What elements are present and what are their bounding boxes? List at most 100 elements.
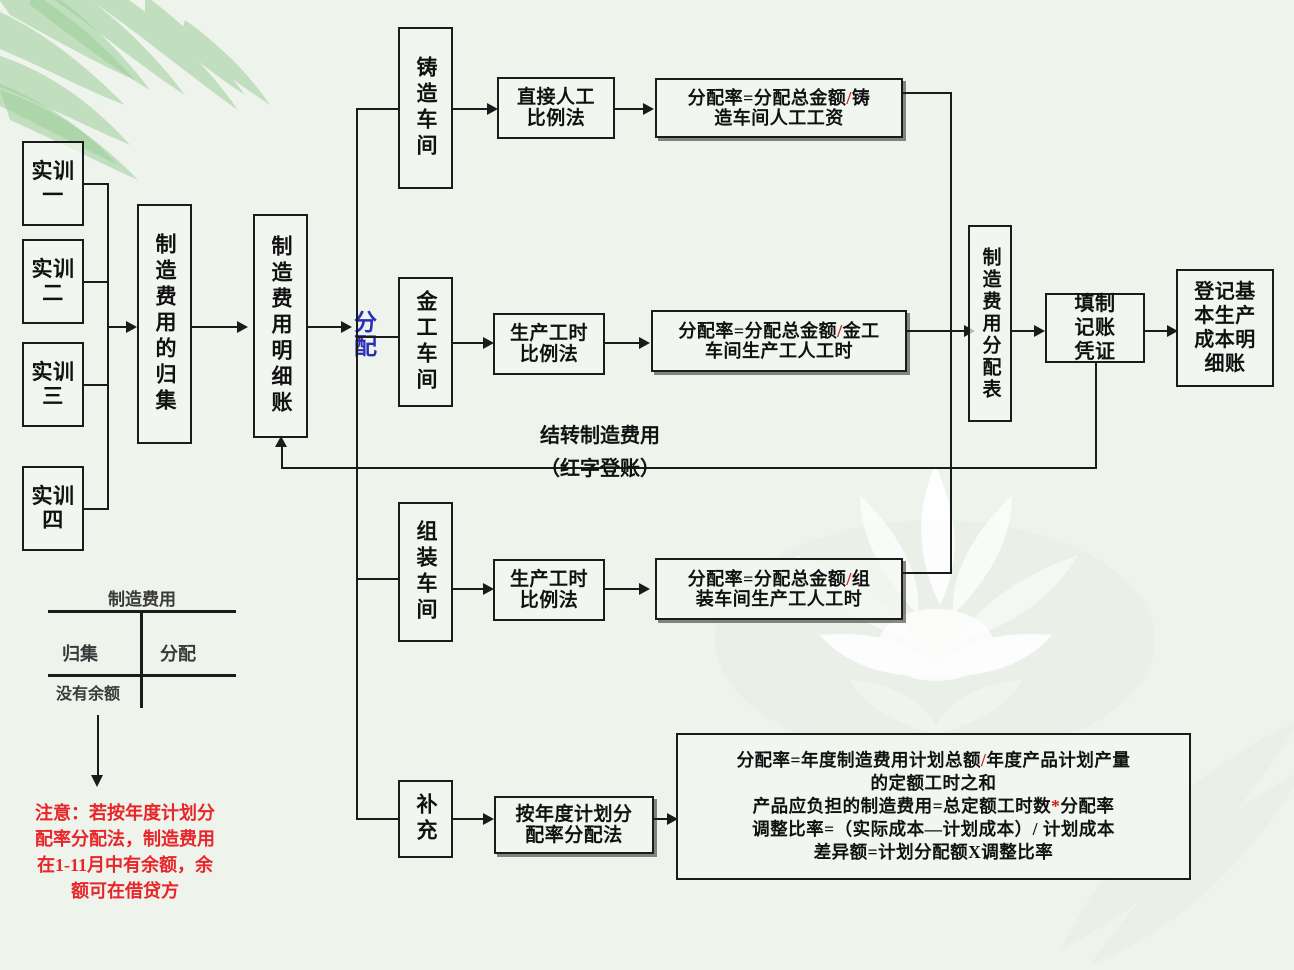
arrow-method4-to-bigformula <box>667 813 678 825</box>
method-3-line1: 生产工时 <box>509 568 588 590</box>
connector-trunk-to-assembly <box>356 578 398 580</box>
connector-method1-to-formula1 <box>615 108 649 110</box>
ledger-box[interactable]: 制造费用明细账 <box>253 214 308 438</box>
workshop-box-metal[interactable]: 金工车间 <box>398 277 453 407</box>
arrow-collect-to-ledger <box>237 321 248 333</box>
allocation-table-box[interactable]: 制造费用分配表 <box>968 225 1012 422</box>
connector-trunk-to-casting <box>356 108 398 110</box>
training-box-1[interactable]: 实训 一 <box>22 141 84 226</box>
t-account-balance-note: 没有余额 <box>56 686 121 703</box>
formula-box-2-text: 分配率=分配总金额/金工 车间生产工人工时 <box>678 321 879 361</box>
method-2-line2: 比例法 <box>519 344 579 365</box>
warning-line1: 注意：若按年度计划分 <box>35 803 215 823</box>
arrow-voucher-to-basicledger <box>1167 325 1178 337</box>
t-account-bottom-rule <box>48 674 236 677</box>
connector-assembly-to-method <box>453 588 489 590</box>
method-3-line2: 比例法 <box>519 590 579 611</box>
arrow-method1-to-formula1 <box>643 103 654 115</box>
arrow-casting-to-method <box>487 103 498 115</box>
bigformula-l3b: 分配率 <box>1060 795 1115 816</box>
connector-training2 <box>84 281 109 283</box>
connector-right-bus <box>950 92 952 574</box>
method-box-4-text: 按年度计划分 配率分配法 <box>515 804 632 847</box>
method-4-line1: 按年度计划分 <box>515 803 633 825</box>
arrow-carryover-to-ledger <box>275 436 287 447</box>
connector-tacct-to-warning <box>97 715 99 777</box>
formula-box-3[interactable]: 分配率=分配总金额/组 装车间生产工人工时 <box>655 558 903 620</box>
bigformula-l3star: * <box>1051 795 1061 816</box>
method-box-3-text: 生产工时 比例法 <box>510 569 588 612</box>
warning-line4: 额可在借贷方 <box>71 881 179 902</box>
workshop-metal-label: 金工车间 <box>414 290 438 394</box>
formula-2-post: 金工 <box>842 320 880 341</box>
basic-ledger-box[interactable]: 登记基本生产成本明细账 <box>1176 269 1274 387</box>
carryover-line1: 结转制造费用 <box>540 425 660 447</box>
arrow-ledger-to-allocate <box>341 321 352 333</box>
bigformula-line4: 调整比率=（实际成本—计划成本）/ 计划成本 <box>752 819 1115 840</box>
arrow-method2-to-formula2 <box>639 337 650 349</box>
connector-training-to-collect <box>107 326 129 328</box>
method-box-3[interactable]: 生产工时 比例法 <box>493 559 605 621</box>
formula-3-line1: 分配率=分配总金额/组 <box>688 569 871 589</box>
arrow-assembly-to-method <box>483 583 494 595</box>
t-account-credit-label: 分配 <box>160 644 196 664</box>
formula-box-1[interactable]: 分配率=分配总金额/铸 造车间人工工资 <box>655 78 903 138</box>
connector-metal-to-method <box>453 342 489 344</box>
formula-3-line2: 装车间生产工人工时 <box>695 589 863 609</box>
method-box-2[interactable]: 生产工时 比例法 <box>493 313 605 375</box>
formula-box-2[interactable]: 分配率=分配总金额/金工 车间生产工人工时 <box>651 310 907 372</box>
collect-box[interactable]: 制造费用的归集 <box>137 204 192 444</box>
formula-1-slash: / <box>846 87 852 108</box>
method-1-line2: 比例法 <box>526 108 586 129</box>
connector-method3-to-formula3 <box>605 588 645 590</box>
method-box-4[interactable]: 按年度计划分 配率分配法 <box>494 796 654 854</box>
warning-line3: 在1-11月中有余额，余 <box>36 855 213 876</box>
formula-1-post: 铸 <box>851 87 871 108</box>
arrow-method3-to-formula3 <box>639 583 650 595</box>
arrow-alloctable-to-voucher <box>1034 325 1045 337</box>
connector-training3 <box>84 384 109 386</box>
connector-supplement-to-method <box>453 818 489 820</box>
bigformula-line1: 分配率=年度制造费用计划总额/年度产品计划产量 <box>737 749 1131 772</box>
training-box-4[interactable]: 实训 四 <box>22 466 84 551</box>
connector-training4 <box>84 508 109 510</box>
formula-2-slash: / <box>837 320 843 341</box>
method-box-1[interactable]: 直接人工 比例法 <box>497 77 615 139</box>
workshop-box-assembly[interactable]: 组装车间 <box>398 502 453 642</box>
trunk-vertical-line <box>356 108 358 820</box>
arrow-tacct-to-warning <box>91 775 103 787</box>
allocation-table-label: 制造费用分配表 <box>979 246 1001 401</box>
connector-training1 <box>84 183 109 185</box>
allocate-node-label: 分配 <box>350 310 376 366</box>
annual-plan-formula-box[interactable]: 分配率=年度制造费用计划总额/年度产品计划产量 的定额工时之和 产品应负担的制造… <box>676 733 1191 880</box>
method-box-2-text: 生产工时 比例法 <box>510 323 588 366</box>
workshop-box-casting[interactable]: 铸造车间 <box>398 27 453 189</box>
formula-2-line1: 分配率=分配总金额/金工 <box>678 321 879 341</box>
workshop-assembly-label: 组装车间 <box>414 520 438 624</box>
carryover-label: 结转制造费用 （红字登账） <box>470 424 730 482</box>
connector-casting-to-method <box>453 108 493 110</box>
training-box-3[interactable]: 实训 三 <box>22 342 84 427</box>
training-box-2[interactable]: 实训 二 <box>22 239 84 324</box>
method-2-line1: 生产工时 <box>509 322 588 344</box>
t-account-diagram: 制造费用 归集 分配 没有余额 <box>48 588 236 708</box>
formula-3-post: 组 <box>851 568 871 589</box>
voucher-box[interactable]: 填制记账凭证 <box>1045 293 1145 363</box>
formula-1-line1: 分配率=分配总金额/铸 <box>688 88 871 108</box>
connector-voucher-down <box>1095 363 1097 468</box>
connector-bus-to-alloctable <box>950 330 968 332</box>
warning-note: 注意：若按年度计划分 配率分配法，制造费用 在1-11月中有余额，余 额可在借贷… <box>10 800 240 904</box>
bigformula-line5: 差异额=计划分配额X调整比率 <box>813 842 1054 863</box>
connector-method2-to-formula2 <box>605 342 645 344</box>
connector-ledger-to-allocate <box>308 326 346 328</box>
bigformula-l1a: 分配率=年度制造费用计划总额 <box>736 749 982 770</box>
t-account-title: 制造费用 <box>108 590 176 609</box>
workshop-box-supplement[interactable]: 补充 <box>398 780 453 858</box>
bigformula-l1b: 年度产品计划产量 <box>986 749 1131 770</box>
collect-box-label: 制造费用的归集 <box>153 233 177 415</box>
arrow-training-to-collect <box>126 321 137 333</box>
voucher-label: 填制记账凭证 <box>1074 293 1116 363</box>
formula-3-slash: / <box>846 568 852 589</box>
formula-1-pre: 分配率=分配总金额 <box>687 87 847 108</box>
